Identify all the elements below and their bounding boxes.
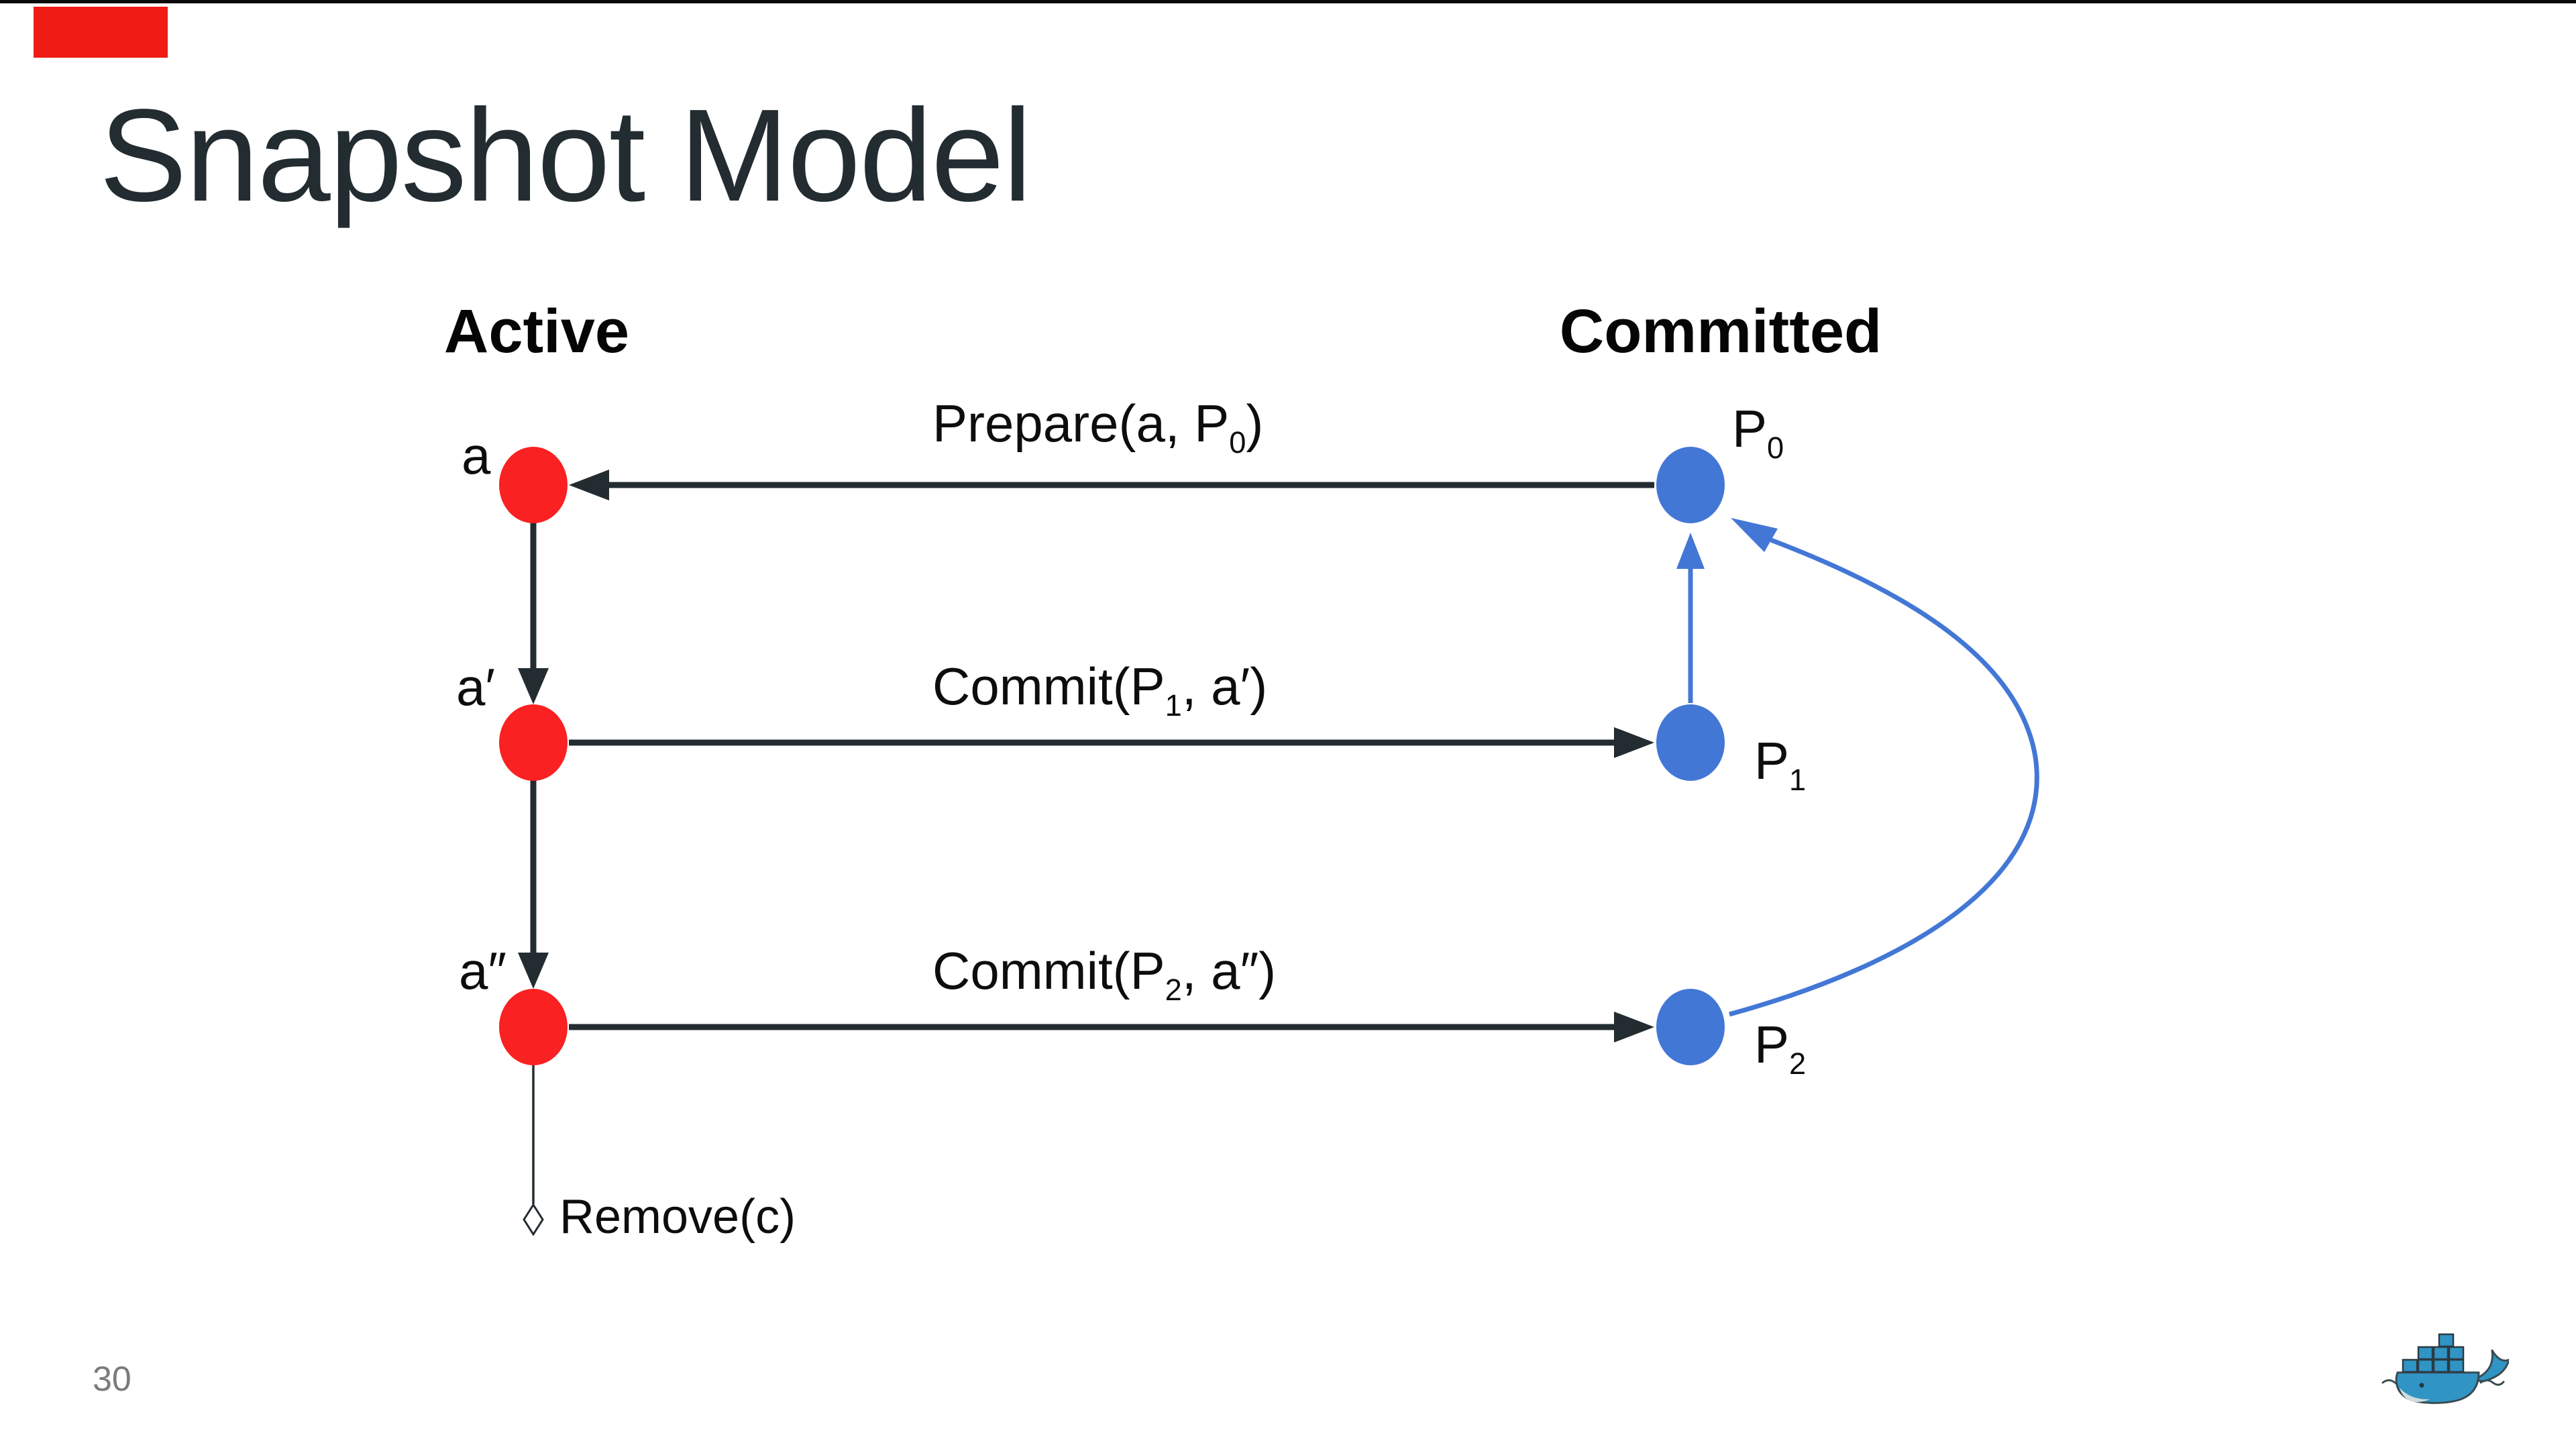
p2-base: P <box>1754 1015 1790 1074</box>
edge-commit1-arrowhead <box>1614 727 1654 758</box>
p1-base: P <box>1754 731 1790 790</box>
p0-base: P <box>1732 399 1768 458</box>
commit1-text-close: , a′) <box>1181 657 1268 716</box>
commit2-text-close: , a″) <box>1181 941 1277 1000</box>
page-title: Snapshot Model <box>99 82 1032 229</box>
remove-diamond-icon <box>523 1203 544 1236</box>
container-box <box>2448 1346 2465 1360</box>
column-header-active: Active <box>443 297 630 366</box>
container-box <box>2448 1358 2465 1373</box>
prepare-text: Prepare(a, P <box>932 394 1230 453</box>
whale-eye <box>2419 1383 2424 1388</box>
node-label-a-doubleprime: a″ <box>459 941 506 1000</box>
node-a <box>499 447 568 523</box>
edge-p2-to-p0-curve <box>1729 537 2039 1017</box>
page-number: 30 <box>93 1360 131 1399</box>
prepare-text-close: ) <box>1246 394 1264 453</box>
whale-body <box>2395 1371 2480 1404</box>
commit2-subscript: 2 <box>1165 973 1182 1008</box>
node-a-prime <box>499 704 568 781</box>
container-boxes <box>2402 1333 2465 1373</box>
commit2-text: Commit(P <box>932 941 1165 1000</box>
container-box <box>2432 1358 2449 1373</box>
edge-commit2-arrowhead <box>1614 1012 1654 1042</box>
red-annotation-marker <box>34 7 168 58</box>
p0-subscript: 0 <box>1767 431 1784 466</box>
edge-prepare-arrowhead <box>569 470 609 500</box>
top-border-line <box>0 0 2576 3</box>
edge-label-commit-2: Commit(P2, a″) <box>932 945 1276 1005</box>
docker-logo-icon <box>2381 1333 2509 1404</box>
edge-label-commit-1: Commit(P1, a′) <box>932 660 1267 720</box>
p2-subscript: 2 <box>1789 1046 1807 1081</box>
node-p2 <box>1656 989 1725 1065</box>
commit1-text: Commit(P <box>932 657 1165 716</box>
edge-label-remove: Remove(c) <box>559 1190 796 1244</box>
container-box <box>2432 1346 2449 1360</box>
node-p0 <box>1656 447 1725 523</box>
node-p1 <box>1656 704 1725 781</box>
prepare-subscript: 0 <box>1229 425 1246 460</box>
column-header-committed: Committed <box>1559 297 1882 366</box>
edge-a-to-a-prime-arrowhead <box>518 668 549 704</box>
edge-p1-to-p0-arrowhead <box>1676 533 1705 569</box>
node-label-p2: P2 <box>1754 1015 1806 1079</box>
container-box <box>2438 1333 2455 1348</box>
commit1-subscript: 1 <box>1165 688 1182 723</box>
container-box <box>2402 1358 2418 1373</box>
node-label-a-prime: a′ <box>456 657 496 716</box>
edge-a-prime-to-a-doubleprime-arrowhead <box>518 953 549 989</box>
edge-p2-to-p0-arrowhead <box>1731 518 1778 552</box>
container-box <box>2417 1346 2434 1360</box>
node-label-p0: P0 <box>1732 399 1784 463</box>
node-label-p1: P1 <box>1754 735 1806 795</box>
whale-belly <box>2400 1388 2430 1403</box>
edge-label-prepare: Prepare(a, P0) <box>932 397 1263 458</box>
node-label-a: a <box>462 426 491 485</box>
container-box <box>2417 1358 2434 1373</box>
whale-tail <box>2471 1349 2509 1383</box>
p1-subscript: 1 <box>1789 763 1807 798</box>
node-a-doubleprime <box>499 989 568 1065</box>
